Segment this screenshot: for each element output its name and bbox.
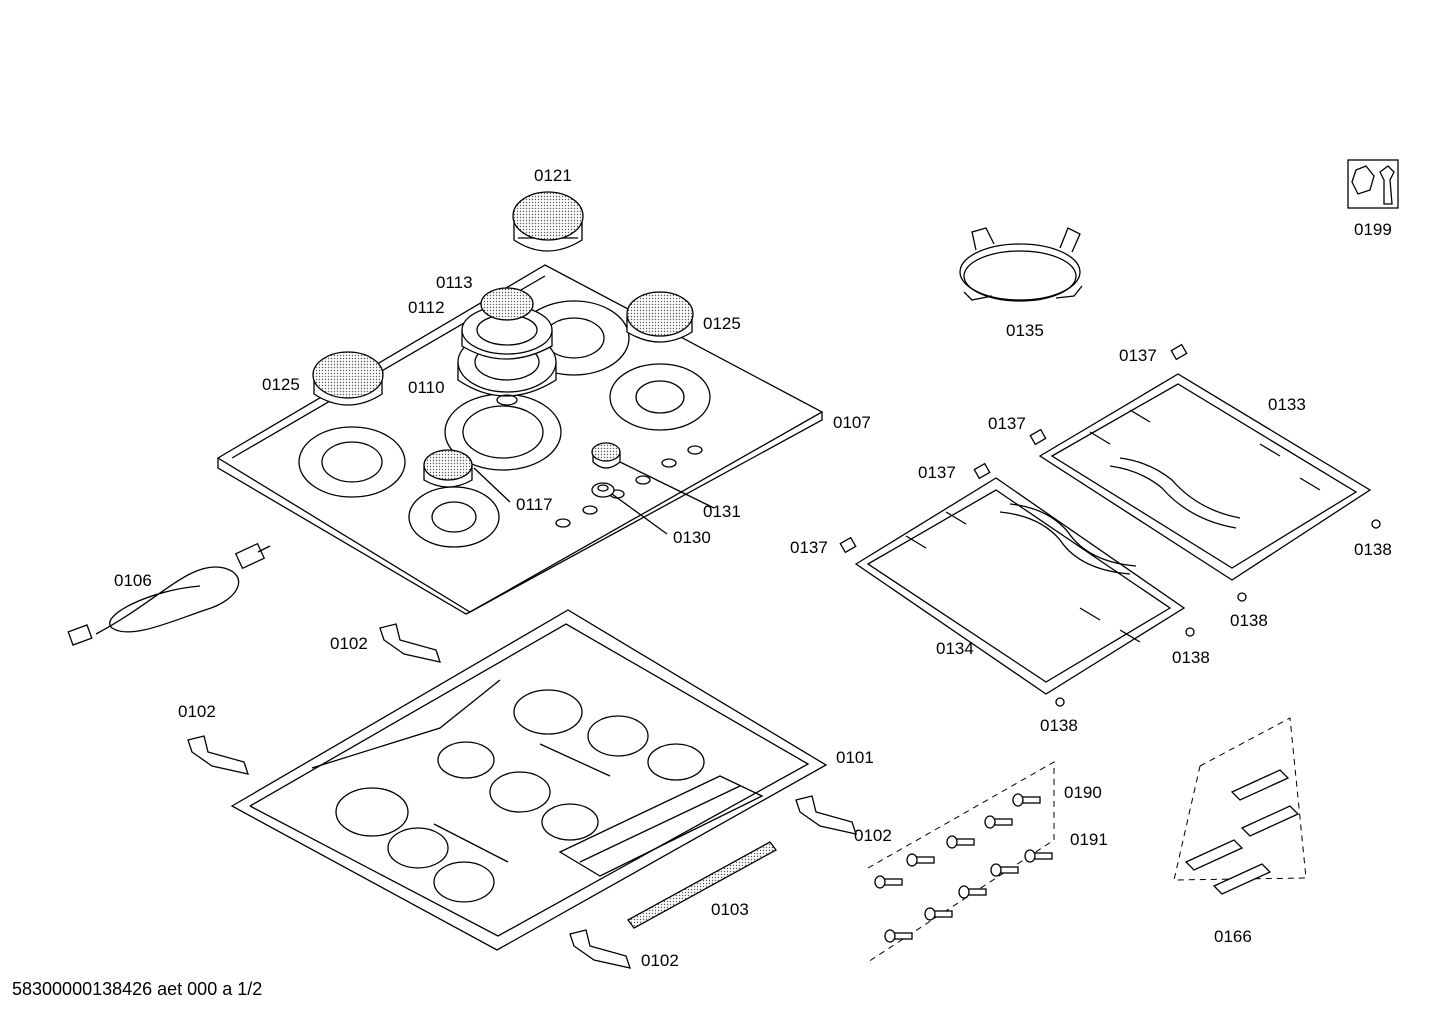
base-tray[interactable] (230, 609, 828, 951)
label-0117: 0117 (516, 495, 553, 514)
burner-cap-large[interactable] (512, 191, 584, 252)
label-0166: 0166 (1214, 927, 1252, 946)
rubber-foot-c[interactable] (1185, 627, 1195, 637)
rubber-foot-d[interactable] (1055, 697, 1065, 707)
label-0107: 0107 (833, 413, 871, 432)
label-0102-a: 0102 (330, 634, 368, 653)
wok-ring-support[interactable] (959, 227, 1083, 302)
burner-cap-small[interactable] (423, 449, 473, 488)
label-0102-b: 0102 (178, 702, 216, 721)
label-0190: 0190 (1064, 783, 1102, 802)
label-0138-c: 0138 (1172, 648, 1210, 667)
pan-support-right[interactable] (1038, 373, 1372, 581)
screw (990, 863, 1019, 877)
label-0101: 0101 (836, 748, 874, 767)
label-0138-d: 0138 (1040, 716, 1078, 735)
screw (874, 875, 903, 889)
control-knob[interactable] (591, 442, 621, 469)
label-0137-c: 0137 (918, 463, 956, 482)
mounting-clip-b[interactable] (187, 735, 249, 775)
rubber-foot-a[interactable] (1371, 519, 1381, 529)
mounting-clip-a[interactable] (379, 623, 441, 663)
burner-cap-medium-right[interactable] (626, 291, 694, 343)
document-id: 58300000138426 aet 000 a 1/2 (12, 979, 263, 999)
label-0110: 0110 (408, 378, 445, 397)
label-0137-b: 0137 (988, 414, 1026, 433)
label-0113: 0113 (436, 273, 473, 292)
burner-cap-medium-left[interactable] (312, 351, 384, 406)
label-0125-right: 0125 (703, 314, 741, 333)
label-0134: 0134 (936, 639, 974, 658)
label-0130: 0130 (673, 528, 711, 547)
label-0125-left: 0125 (262, 375, 300, 394)
wok-burner-assembly[interactable] (457, 287, 557, 406)
label-0131: 0131 (703, 502, 741, 521)
support-clip-c[interactable] (973, 462, 991, 480)
mounting-clip-c[interactable] (795, 795, 857, 835)
label-0199: 0199 (1354, 220, 1392, 239)
label-0103: 0103 (711, 900, 749, 919)
support-clip-a[interactable] (1170, 343, 1188, 361)
label-0106: 0106 (114, 571, 152, 590)
screw (906, 853, 935, 867)
label-0137-d: 0137 (790, 538, 828, 557)
fixing-kit[interactable] (1173, 717, 1307, 895)
label-0138-b: 0138 (1230, 611, 1268, 630)
screw (1012, 793, 1041, 807)
wrench-icon (1347, 159, 1399, 209)
seal-strip[interactable] (627, 841, 777, 929)
screw (1024, 849, 1053, 863)
screw (984, 815, 1013, 829)
screw (946, 835, 975, 849)
power-cable[interactable] (67, 542, 271, 646)
label-0112: 0112 (408, 298, 445, 317)
label-0102-c: 0102 (854, 826, 892, 845)
pan-support-left[interactable] (854, 477, 1186, 695)
label-0102-d: 0102 (641, 951, 679, 970)
label-0121: 0121 (534, 166, 572, 185)
rubber-foot-b[interactable] (1237, 592, 1247, 602)
screw (924, 907, 953, 921)
label-0191: 0191 (1070, 830, 1108, 849)
mounting-clip-d[interactable] (569, 929, 631, 969)
label-0138-a: 0138 (1354, 540, 1392, 559)
screw-set[interactable] (867, 761, 1055, 963)
label-0133: 0133 (1268, 395, 1306, 414)
screw (884, 929, 913, 943)
label-0137-a: 0137 (1119, 346, 1157, 365)
label-0135: 0135 (1006, 321, 1044, 340)
support-clip-d[interactable] (839, 536, 857, 554)
screw (958, 885, 987, 899)
knob-ring[interactable] (591, 482, 615, 498)
support-clip-b[interactable] (1029, 428, 1047, 446)
